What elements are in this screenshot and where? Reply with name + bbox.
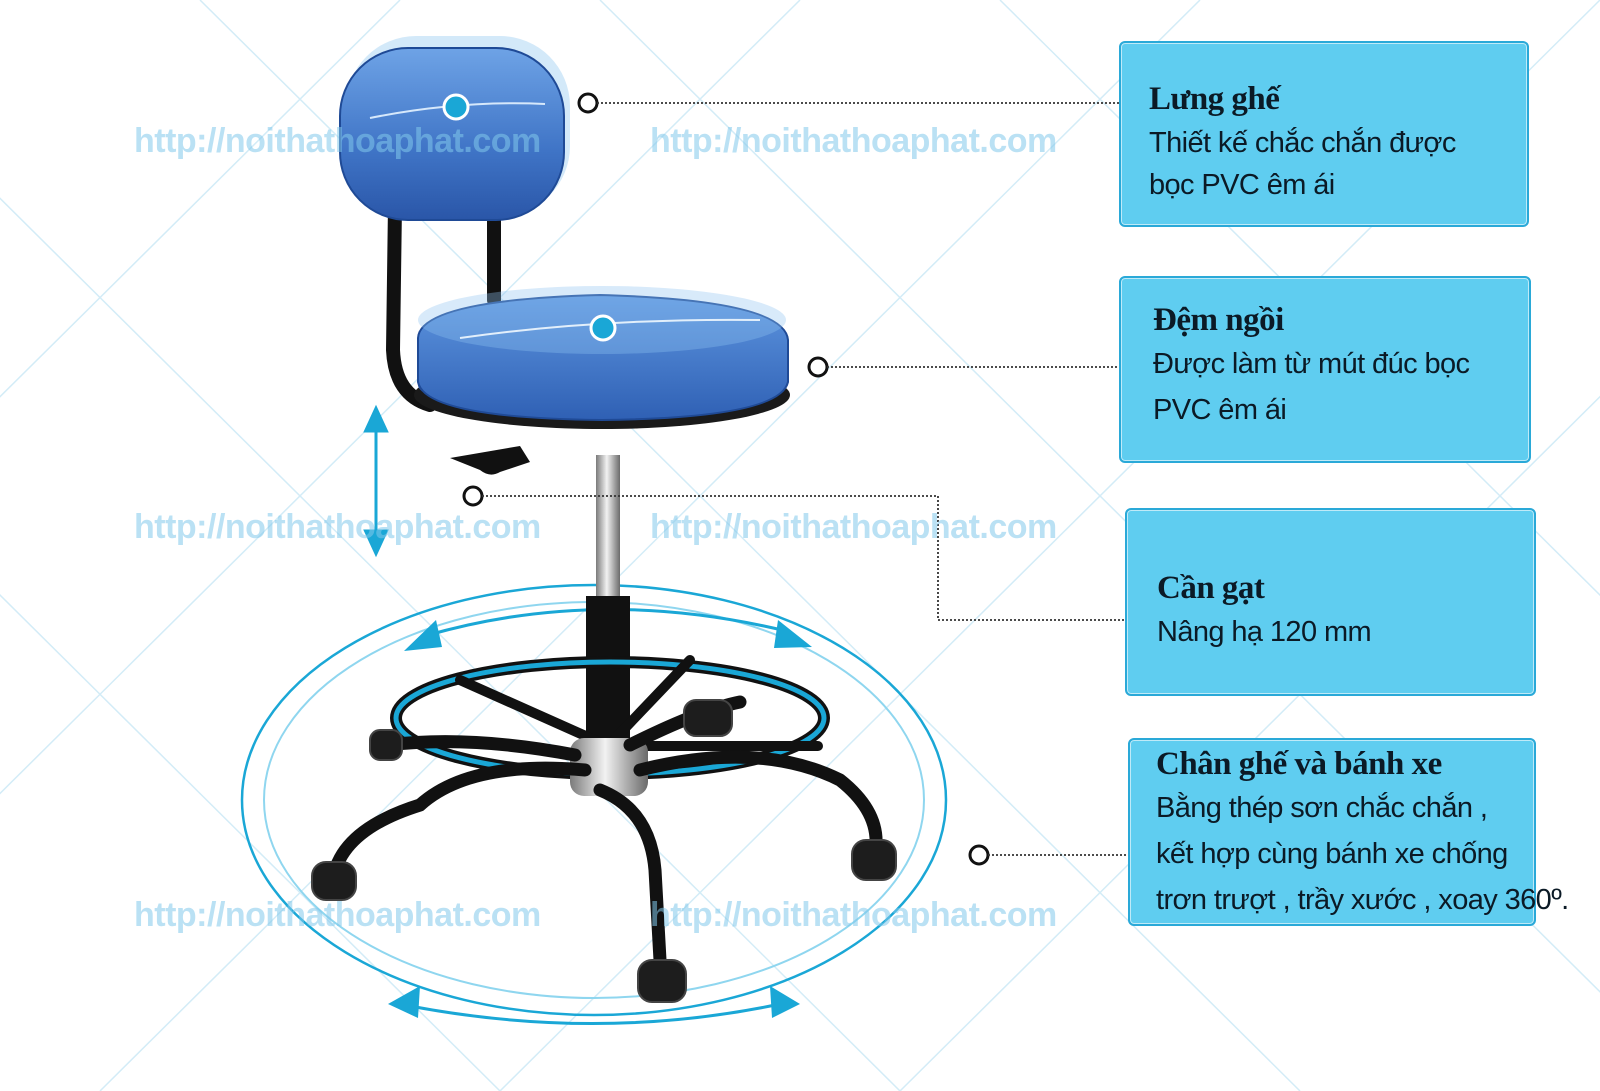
callout-text: bọc PVC êm ái	[1149, 169, 1335, 201]
seat-cushion	[414, 286, 790, 429]
backrest-hotspot	[442, 93, 470, 121]
callout-base-wheels: Chân ghế và bánh xe Bằng thép sơn chắc c…	[1128, 738, 1569, 926]
backrest	[339, 36, 570, 221]
callout-text: Nâng hạ 120 mm	[1157, 616, 1372, 648]
callout-title: Lưng ghế	[1149, 81, 1280, 117]
seat-hotspot	[589, 314, 617, 342]
watermark-text: http://noithathoaphat.com	[134, 896, 541, 934]
watermark-text: http://noithathoaphat.com	[650, 896, 1057, 934]
callout-backrest: Lưng ghế Thiết kế chắc chắn được bọc PVC…	[1119, 41, 1529, 227]
callout-title: Chân ghế và bánh xe	[1156, 746, 1442, 782]
callout-text: PVC êm ái	[1153, 394, 1287, 426]
callout-text: trơn trượt , trầy xước , xoay 360º.	[1156, 884, 1569, 916]
callout-text: Thiết kế chắc chắn được	[1149, 127, 1456, 159]
callout-text: kết hợp cùng bánh xe chống	[1156, 838, 1508, 870]
callout-seat: Đệm ngồi Được làm từ mút đúc bọc PVC êm …	[1119, 276, 1531, 463]
watermark-text: http://noithathoaphat.com	[650, 122, 1057, 160]
caster-wheels	[311, 699, 897, 1003]
callout-title: Cần gạt	[1157, 570, 1265, 606]
callout-text: Bằng thép sơn chắc chắn ,	[1156, 792, 1488, 824]
height-adjust-arrow-icon	[363, 404, 389, 558]
base-hub	[570, 738, 648, 796]
callout-text: Được làm từ mút đúc bọc	[1153, 348, 1470, 380]
callout-lever: Cần gạt Nâng hạ 120 mm	[1125, 508, 1536, 696]
gas-column-chrome	[596, 455, 620, 600]
watermark-text: http://noithathoaphat.com	[134, 508, 541, 546]
height-lever	[450, 446, 530, 475]
swivel-rotation-arrow-icon	[388, 608, 812, 1025]
watermark-text: http://noithathoaphat.com	[134, 122, 541, 160]
gas-column-black	[586, 596, 630, 746]
watermark-text: http://noithathoaphat.com	[650, 508, 1057, 546]
callout-title: Đệm ngồi	[1153, 302, 1284, 338]
swivel-ellipse-outer	[240, 583, 948, 1017]
